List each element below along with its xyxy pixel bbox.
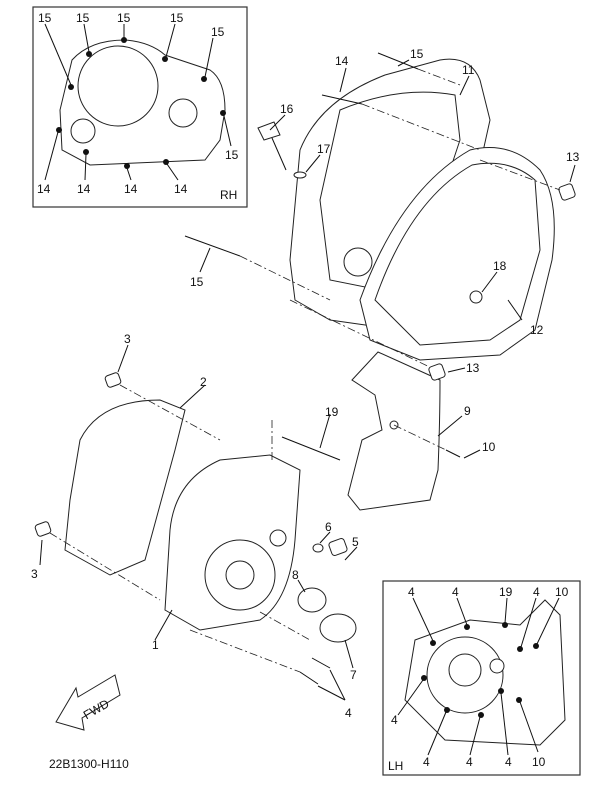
rh-callout-15-2: 15	[76, 11, 90, 25]
lh-callout-4-3: 4	[533, 585, 540, 599]
part-1-timing-hole	[269, 529, 287, 547]
callout-1: 1	[152, 638, 159, 652]
fwd-arrow-icon	[55, 674, 121, 731]
callout-6: 6	[325, 520, 332, 534]
part-7-crank-plug	[319, 613, 357, 643]
part-12-gasket-inner	[374, 162, 541, 346]
lh-callout-4-4: 4	[391, 713, 398, 727]
oil-pump-boss	[343, 247, 373, 277]
callout-17: 17	[317, 142, 331, 156]
callout-13-lower: 13	[466, 361, 480, 375]
part-13-dowel-lower	[428, 363, 446, 381]
callout-8: 8	[292, 568, 299, 582]
part-4-bolt-a	[299, 671, 319, 685]
callout-4: 4	[345, 706, 352, 720]
rh-small-bore	[70, 118, 96, 144]
callout-2: 2	[200, 375, 207, 389]
callout-5: 5	[352, 535, 359, 549]
part-15-bolt-upper	[377, 52, 419, 70]
part-1-crank-hole	[225, 560, 255, 590]
rh-callout-15-5: 15	[211, 25, 225, 39]
lh-inset-frame	[382, 580, 581, 776]
part-16-sensor-probe	[271, 137, 287, 171]
callout-13-upper: 13	[566, 150, 580, 164]
callout-12: 12	[530, 323, 544, 337]
rh-clutch-bore	[77, 45, 159, 127]
lh-callout-4-6: 4	[466, 755, 473, 769]
rh-callout-15-6: 15	[225, 148, 239, 162]
callout-11: 11	[462, 63, 475, 77]
lh-crank-plug	[448, 653, 482, 687]
rh-filter-bore	[168, 98, 198, 128]
part-3-dowel-lower	[34, 521, 52, 537]
rh-callout-14-2: 14	[77, 182, 91, 196]
rh-callout-14-1: 14	[37, 182, 51, 196]
sprocket-cover: 13 9 10	[347, 351, 496, 511]
part-10-bolt	[445, 449, 461, 458]
callout-19: 19	[325, 405, 339, 419]
part-9-cover	[347, 351, 441, 511]
lh-callout-4-7: 4	[505, 755, 512, 769]
part-19-bolt	[281, 436, 341, 461]
rh-callout-14-4: 14	[174, 182, 188, 196]
part-17-o-ring	[293, 171, 307, 179]
rh-crankcase-cover: 14 15 11 16 17 13 18 12 15	[184, 47, 580, 373]
callout-16: 16	[280, 102, 294, 116]
part-6-o-ring	[312, 543, 324, 553]
part-15-bolt-lower	[184, 235, 241, 257]
lh-inset: 4 4 19 4 10 4 4 4 4 10 LH	[382, 580, 581, 776]
rh-callout-15-3: 15	[117, 11, 131, 25]
fwd-arrow: FWD	[55, 674, 121, 731]
callout-14: 14	[335, 54, 349, 68]
callout-15-upper: 15	[410, 47, 424, 61]
lh-timing-plug	[489, 658, 505, 674]
part-16-sensor-head	[257, 121, 281, 141]
lh-callout-19: 19	[499, 585, 513, 599]
rh-inset-label: RH	[220, 188, 237, 202]
part-13-dowel-upper	[558, 183, 576, 201]
rh-inset: 15 15 15 15 15 15 14 14 14 14 RH	[32, 6, 248, 208]
callout-15-lower: 15	[190, 275, 204, 289]
lh-callout-10-2: 10	[532, 755, 546, 769]
part-2-gasket	[64, 399, 186, 576]
callout-3-lower: 3	[31, 567, 38, 581]
lh-inset-label: LH	[388, 759, 403, 773]
lh-callout-10-1: 10	[555, 585, 569, 599]
lh-callout-4-2: 4	[452, 585, 459, 599]
part-4-bolt-b	[311, 657, 331, 669]
callout-10: 10	[482, 440, 496, 454]
part-5-timing-plug	[328, 538, 348, 556]
part-14-bolt	[321, 94, 363, 105]
lh-callout-4-5: 4	[423, 755, 430, 769]
rh-inset-frame	[32, 6, 248, 208]
rh-callout-15-1: 15	[38, 11, 52, 25]
part-18-seal	[469, 290, 483, 304]
rh-callout-15-4: 15	[170, 11, 184, 25]
callout-3-upper: 3	[124, 332, 131, 346]
lh-crankcase-cover: 3 2 3 1 19 6 5 8 7 4	[31, 332, 359, 720]
callout-7: 7	[350, 668, 357, 682]
part-8-o-ring	[297, 587, 327, 613]
callout-9: 9	[464, 404, 471, 418]
lh-callout-4-1: 4	[408, 585, 415, 599]
diagram-code: 22B1300-H110	[49, 757, 129, 771]
callout-18: 18	[493, 259, 507, 273]
rh-callout-14-3: 14	[124, 182, 138, 196]
part-3-dowel-upper	[104, 372, 122, 388]
